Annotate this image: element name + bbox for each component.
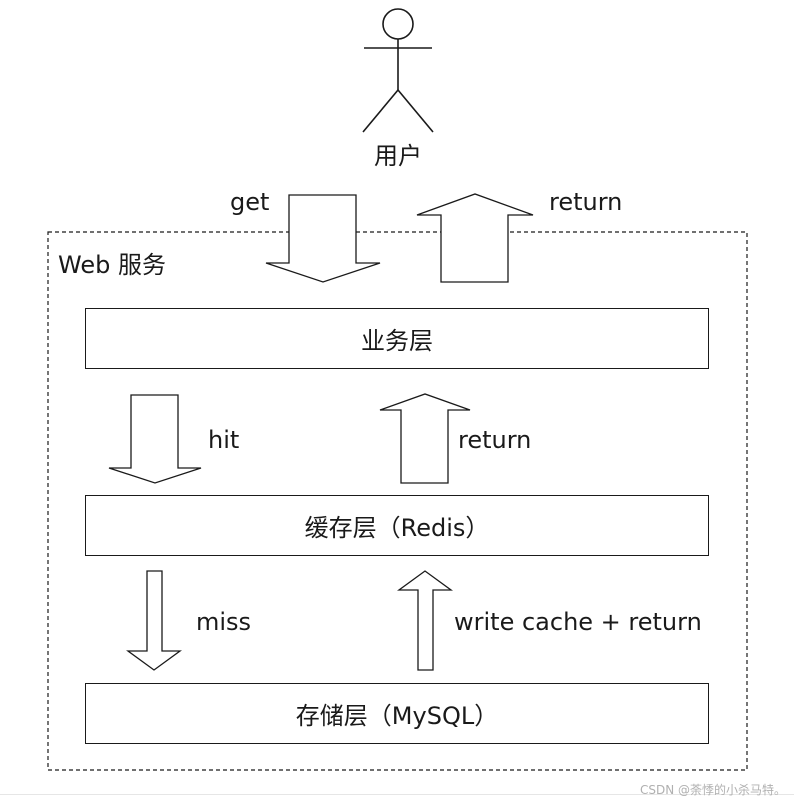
return-mid-arrow-up-icon [379,393,471,484]
business-layer-box: 业务层 [85,308,709,369]
cache-layer-box: 缓存层（Redis） [85,495,709,556]
miss-label: miss [196,608,252,636]
container-label: Web 服务 [58,251,166,279]
miss-arrow-down-icon [126,570,182,671]
web-service-container [47,231,748,771]
bottom-divider [0,794,794,795]
user-label: 用户 [374,142,422,170]
return-arrow-up-icon [416,193,534,283]
hit-arrow-down-icon [108,394,202,484]
user-stick-figure-icon [362,8,434,133]
storage-layer-box: 存储层（MySQL） [85,683,709,744]
get-arrow-down-icon [265,194,381,283]
watermark: CSDN @荼悸的小杀马特。 [639,783,786,797]
storage-layer-label: 存储层（MySQL） [295,702,499,730]
cache-layer-label: 缓存层（Redis） [304,514,490,542]
get-label: get [230,188,270,216]
return-mid-label: return [458,426,532,454]
write-return-label: write cache + return [454,608,702,636]
business-layer-label: 业务层 [361,327,433,355]
write-return-arrow-up-icon [397,570,453,671]
return-top-label: return [549,188,623,216]
hit-label: hit [208,426,240,454]
